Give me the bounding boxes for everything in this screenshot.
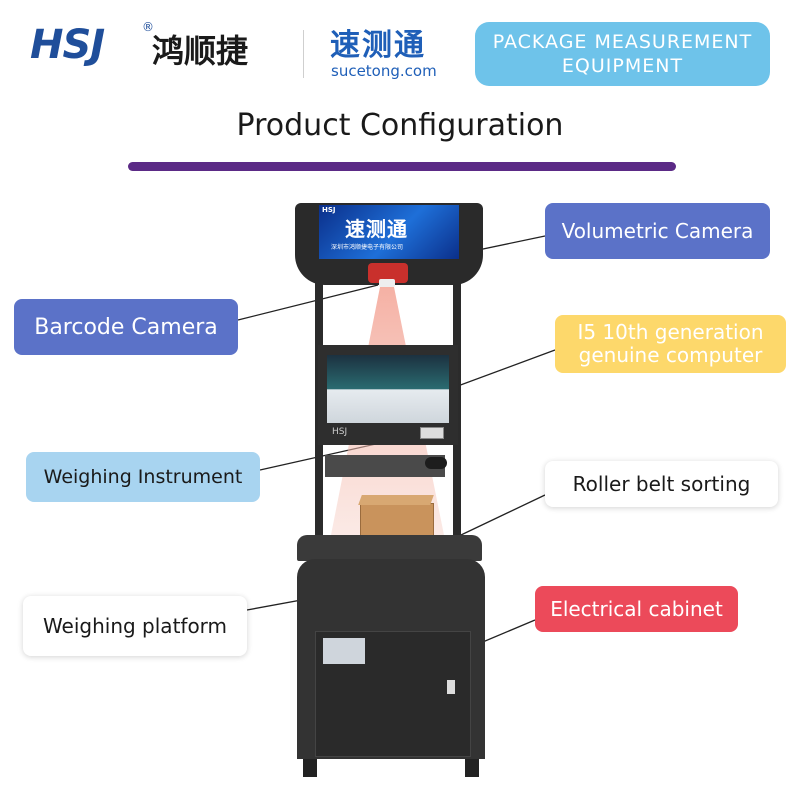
brand-url: sucetong.com (331, 62, 437, 80)
product-tag-line-2: EQUIPMENT (561, 55, 684, 77)
label-weighing-instrument: Weighing Instrument (26, 452, 260, 502)
label-volumetric-camera: Volumetric Camera (545, 203, 770, 259)
leader-barcode-camera (237, 284, 379, 321)
hsj-logo: HSJ (30, 22, 105, 68)
label-weighing-platform: Weighing platform (23, 596, 247, 656)
product-tag-badge: PACKAGE MEASUREMENT EQUIPMENT (475, 22, 770, 86)
monitor-brand: HSJ (332, 427, 348, 437)
page-title: Product Configuration (236, 108, 564, 143)
barcode-camera-unit (368, 263, 408, 283)
top-display-brand-cn: 速测通 (345, 217, 408, 241)
top-display-screen (319, 205, 459, 259)
left-foot (303, 759, 317, 777)
keyboard-shelf (325, 455, 445, 477)
label-computer-line-1: I5 10th generation (577, 320, 764, 344)
weighing-instrument-display (420, 427, 444, 439)
header-divider (303, 30, 304, 78)
company-name-cn: 鸿顺捷 (152, 32, 249, 70)
package-box-top (358, 495, 434, 505)
label-computer: I5 10th generation genuine computer (555, 315, 786, 373)
label-computer-line-2: genuine computer (578, 343, 763, 367)
label-roller-belt: Roller belt sorting (545, 461, 778, 507)
cabinet-lock (447, 680, 455, 694)
cabinet-nameplate (323, 638, 365, 664)
measurement-machine: HSJ 速测通 深圳市鸿顺捷电子有限公司 HSJ (275, 195, 495, 785)
mouse (425, 457, 447, 469)
label-electrical-cabinet: Electrical cabinet (535, 586, 738, 632)
monitor-screen (327, 355, 449, 423)
roller-platform (297, 535, 482, 561)
title-underline (128, 162, 676, 171)
top-display-company: 深圳市鸿顺捷电子有限公司 (331, 244, 404, 251)
right-foot (465, 759, 479, 777)
brand-name-cn: 速测通 (330, 28, 426, 63)
top-display-logo: HSJ (322, 206, 336, 214)
product-tag-line-1: PACKAGE MEASUREMENT (492, 31, 753, 53)
label-barcode-camera: Barcode Camera (14, 299, 238, 355)
registered-mark: ® (142, 20, 154, 34)
camera-lens (379, 279, 395, 287)
